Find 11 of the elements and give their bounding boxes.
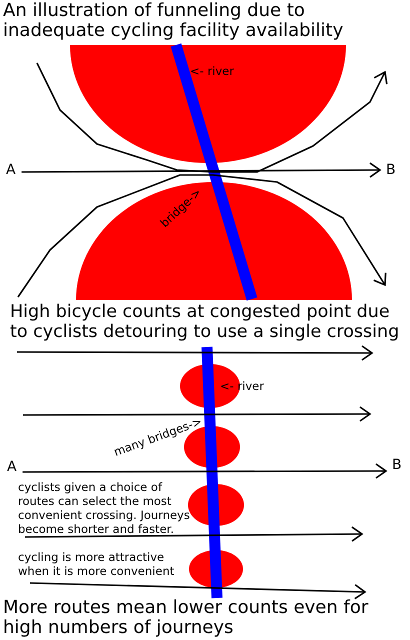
section-heading: High bicycle counts at congested point due to cyclists detouring to use a single crossing <box>10 302 400 342</box>
annotation-text: <- river <box>190 64 234 78</box>
note-text: cycling is more attractive when it is more convenient <box>18 550 176 578</box>
diagram-title: An illustration of funneling due to inadequate cycling facility availability <box>3 1 344 41</box>
arrow <box>22 463 387 479</box>
point-label: B <box>386 162 396 178</box>
diagram-caption: More routes mean lower counts even for high numbers of journeys <box>3 598 370 638</box>
point-label: A <box>7 459 17 475</box>
point-label: A <box>6 162 16 178</box>
point-label: B <box>392 457 402 473</box>
note-text: cyclists given a choice of routes can select the most convenient crossing. Journeys become shorter and faster. <box>18 480 191 536</box>
